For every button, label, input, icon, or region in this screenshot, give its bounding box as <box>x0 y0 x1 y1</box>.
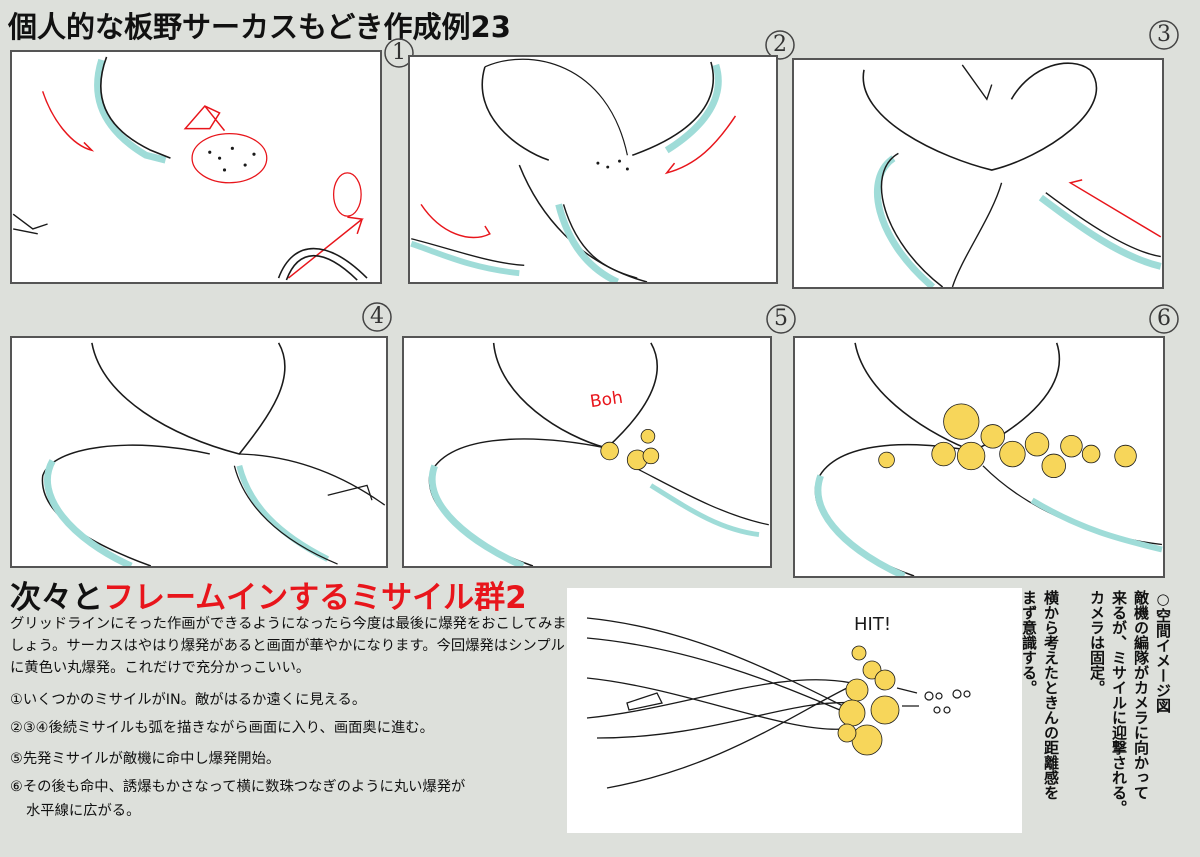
circle-icon <box>766 304 796 334</box>
panel-number-5: 5 <box>764 302 798 336</box>
panel-number-4: 4 <box>360 300 394 334</box>
page-title: 個人的な板野サーカスもどき作成例23 <box>8 10 511 44</box>
circle-icon <box>384 38 414 68</box>
description-text: グリッドラインにそった作画ができるようになったら今度は最後に爆発をおこしてみまし… <box>10 616 567 676</box>
section-heading-part1: 次々と <box>10 580 103 616</box>
space-image-sketch <box>586 617 971 789</box>
panel-3-sketch <box>862 62 1162 287</box>
panel-number-6: 6 <box>1147 302 1181 336</box>
panel-number-3: 3 <box>1147 18 1181 52</box>
panel-3 <box>792 58 1164 289</box>
space-note-line5: まず意識する。 <box>1020 590 1038 695</box>
note-3: ⑤先発ミサイルが敵機に命中し爆発開始。 <box>10 751 281 767</box>
panel-5: Boh <box>402 336 772 568</box>
space-note-line1: 敵機の編隊がカメラに向かって <box>1132 590 1150 800</box>
circle-icon <box>362 302 392 332</box>
note-5: 水平線に広がる。 <box>26 803 141 819</box>
note-4: ⑥その後も命中、誘爆もかさなって横に数珠つなぎのように丸い爆発が <box>10 779 466 795</box>
panel-5-sketch <box>428 342 769 566</box>
space-note-heading: ○空間イメージ図 <box>1154 590 1172 713</box>
space-note-line3: カメラは固定。 <box>1088 590 1106 695</box>
panel-2 <box>408 55 778 284</box>
panel-number-2: 2 <box>763 28 797 62</box>
panel-6-sketch <box>814 342 1163 576</box>
space-note-line4: 横から考えたときんの距離感を <box>1042 590 1060 800</box>
panel-4-sketch <box>41 342 386 566</box>
section-heading-part2: フレームインするミサイル群2 <box>103 580 527 616</box>
space-note-line2: 来るが、ミサイルに迎撃される。 <box>1110 590 1128 815</box>
space-image-diagram: HIT! <box>567 588 1022 833</box>
panel-1 <box>10 50 382 284</box>
note-2: ②③④後続ミサイルも弧を描きながら画面に入り、画面奥に進む。 <box>10 720 434 736</box>
note-1: ①いくつかのミサイルがIN。敵がはるか遠くに見える。 <box>10 692 367 708</box>
circle-icon <box>1149 304 1179 334</box>
panel-6 <box>793 336 1165 578</box>
panel-4 <box>10 336 388 568</box>
circle-icon <box>765 30 795 60</box>
panel-1-sketch <box>12 56 368 281</box>
circle-icon <box>1149 20 1179 50</box>
section-heading: 次々とフレームインするミサイル群2 <box>10 572 527 617</box>
hit-annotation: HIT! <box>854 614 892 635</box>
panel-2-sketch <box>410 58 737 282</box>
panel-number-1: 1 <box>382 36 416 70</box>
